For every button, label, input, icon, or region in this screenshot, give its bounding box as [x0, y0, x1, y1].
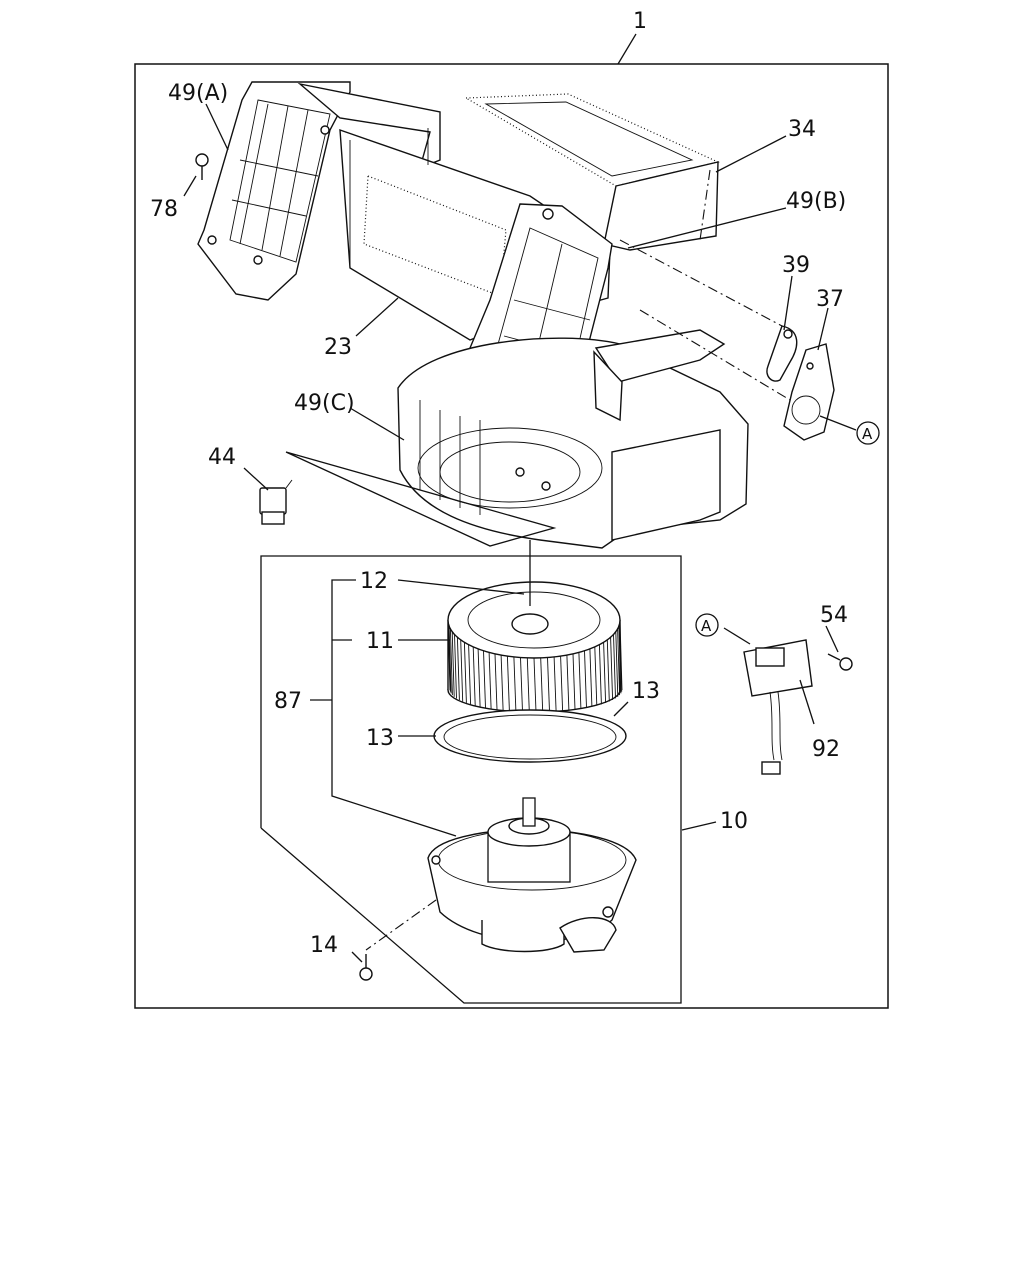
- part-34-seal: [463, 93, 720, 251]
- fan-blade: [500, 655, 504, 711]
- guide-34: [699, 169, 711, 241]
- fan-blade: [451, 631, 455, 697]
- fan-blade: [454, 634, 457, 699]
- fan-blade: [618, 625, 622, 694]
- fan-blade: [494, 653, 498, 710]
- fan-blade: [598, 644, 602, 705]
- callout-37: 37: [816, 287, 844, 312]
- part-11-fan-wheel: [447, 581, 623, 713]
- callout-34: 34: [788, 117, 816, 142]
- callout-10: 10: [720, 809, 748, 834]
- fan-blade: [572, 653, 576, 710]
- fan-blade: [547, 657, 550, 712]
- callout-39: 39: [782, 253, 810, 278]
- fan-blade: [617, 628, 621, 696]
- callout-23: 23: [324, 335, 352, 360]
- fan-blade: [594, 646, 598, 706]
- fan-blade: [513, 656, 517, 712]
- fan-blade: [603, 642, 607, 703]
- callout-49b: 49(B): [786, 189, 846, 214]
- part-92-connector: [743, 639, 813, 775]
- ref-a-connector: A: [701, 617, 712, 635]
- inner-frame: [260, 555, 682, 1004]
- fan-blade: [560, 656, 564, 711]
- fan-blade: [472, 646, 476, 706]
- outer-frame: [134, 63, 889, 1009]
- fan-blade: [483, 650, 486, 708]
- callout-13-right: 13: [632, 679, 660, 704]
- fan-blade: [477, 648, 481, 707]
- callout-44: 44: [208, 445, 236, 470]
- part-44-resistor: [259, 479, 293, 525]
- fan-blade: [468, 644, 472, 705]
- fan-blade: [566, 655, 570, 711]
- part-10-motor: [427, 797, 637, 953]
- fan-blade: [610, 637, 614, 701]
- fan-blade: [533, 657, 537, 713]
- fan-blade: [456, 637, 460, 701]
- fan-blade: [506, 656, 510, 711]
- screw-54: [827, 653, 853, 671]
- fan-blade: [589, 648, 593, 707]
- fan-blade: [615, 631, 619, 697]
- part-13-gaskets: [433, 709, 627, 763]
- screw-14: [359, 954, 373, 981]
- fan-blade: [578, 652, 582, 709]
- screw-78: [195, 153, 209, 180]
- part-39-clip: [766, 325, 798, 382]
- callout-13-left: 13: [366, 726, 394, 751]
- part-49a-bracket: [197, 81, 351, 301]
- fan-blade: [606, 639, 610, 702]
- fan-blade: [619, 619, 623, 691]
- callout-49a: 49(A): [168, 81, 228, 106]
- fan-blade: [449, 628, 453, 696]
- fan-blade: [613, 634, 616, 699]
- fan-blade: [526, 657, 530, 712]
- callout-92: 92: [812, 737, 840, 762]
- callout-78: 78: [150, 197, 178, 222]
- callout-12: 12: [360, 569, 388, 594]
- guide-44: [285, 451, 557, 547]
- callout-14: 14: [310, 933, 338, 958]
- fan-blade: [584, 650, 587, 708]
- fan-blade: [460, 639, 464, 702]
- fan-blade: [520, 657, 523, 712]
- fan-blade: [553, 656, 557, 712]
- callout-11: 11: [366, 629, 394, 654]
- callout-1: 1: [633, 9, 647, 34]
- callout-87: 87: [274, 689, 302, 714]
- part-49c-blower-case: [397, 329, 749, 549]
- fan-blade: [463, 642, 467, 703]
- fan-blade: [540, 657, 544, 712]
- fan-blade: [488, 652, 492, 709]
- fan-blade: [447, 622, 451, 692]
- callout-49c: 49(C): [294, 391, 355, 416]
- ref-a-servo: A: [862, 425, 873, 443]
- callout-54: 54: [820, 603, 848, 628]
- guide-14: [365, 899, 437, 951]
- fan-blade: [448, 625, 452, 694]
- guide-37: [639, 309, 791, 401]
